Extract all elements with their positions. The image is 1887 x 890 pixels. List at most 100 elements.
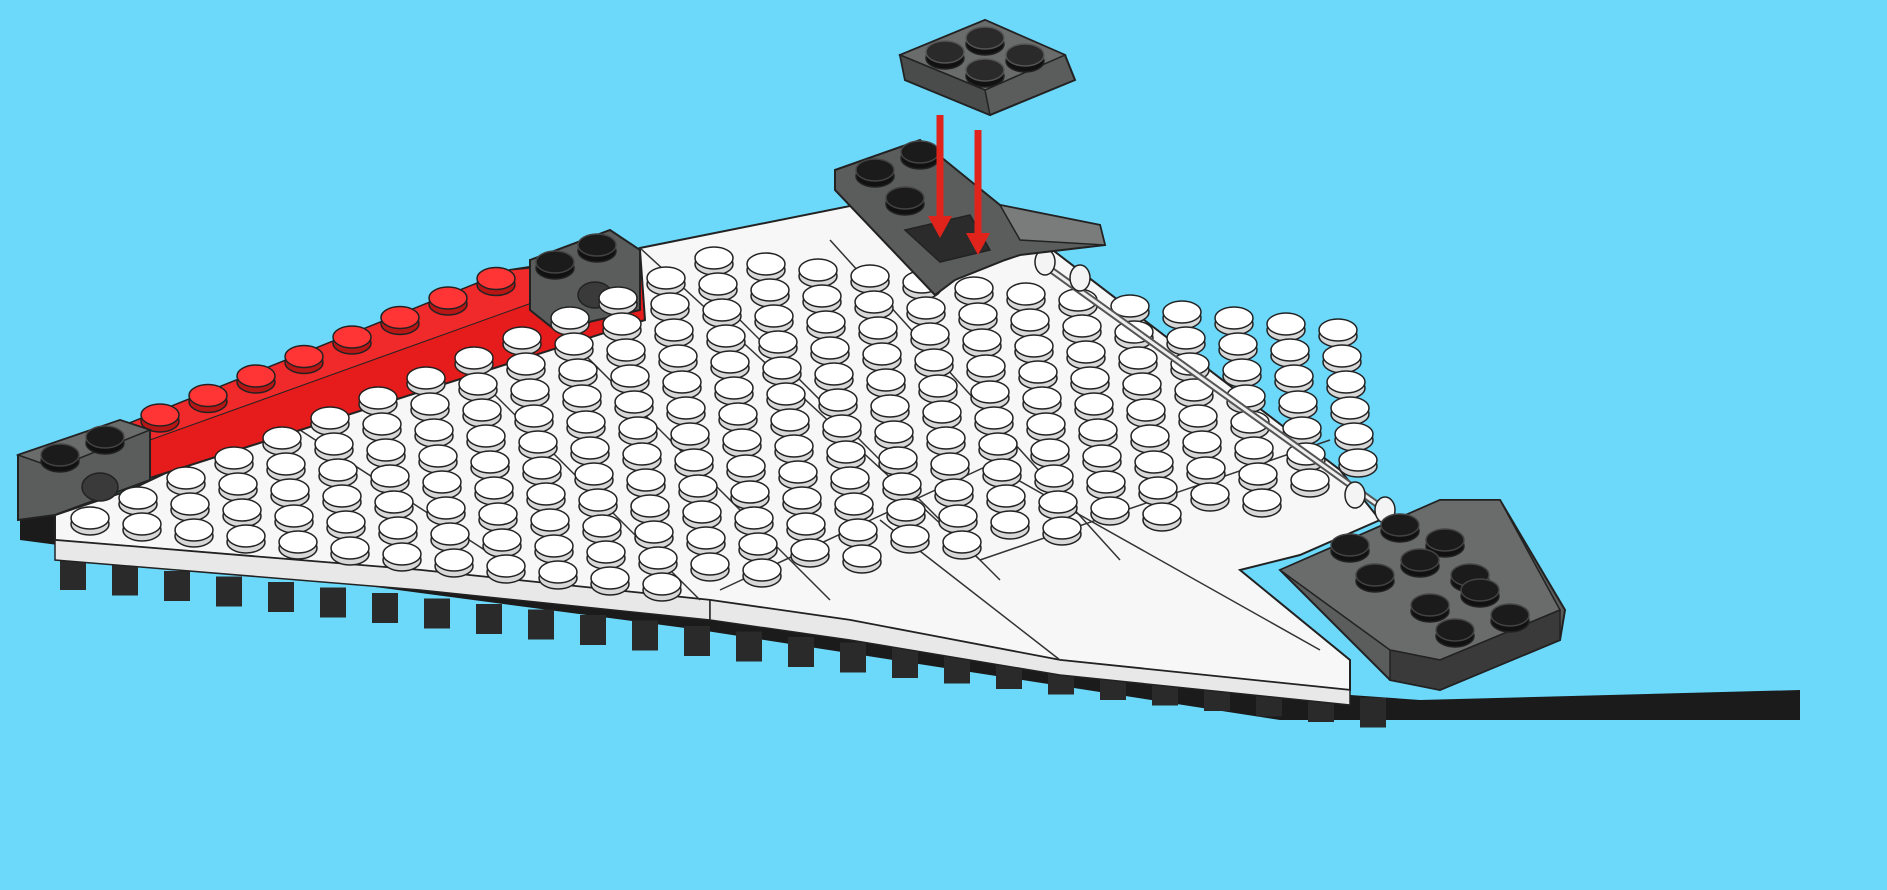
white-stud	[591, 567, 629, 589]
white-stud	[719, 403, 757, 425]
white-stud	[623, 443, 661, 465]
white-stud	[1327, 371, 1365, 393]
white-stud	[383, 543, 421, 565]
technic-hole	[82, 473, 118, 501]
black-stud	[1356, 564, 1394, 586]
white-stud	[1019, 361, 1057, 383]
white-stud	[739, 533, 777, 555]
red-stud	[429, 287, 467, 309]
white-stud	[887, 499, 925, 521]
white-stud	[263, 427, 301, 449]
white-stud	[559, 359, 597, 381]
white-stud	[1183, 431, 1221, 453]
white-stud	[515, 405, 553, 427]
underside-tooth	[1360, 698, 1386, 728]
white-stud	[991, 511, 1029, 533]
white-stud	[539, 561, 577, 583]
white-stud	[1135, 451, 1173, 473]
red-stud	[333, 326, 371, 348]
white-stud	[587, 541, 625, 563]
black-stud	[1426, 529, 1464, 551]
underside-tooth	[216, 577, 242, 607]
white-stud	[703, 299, 741, 321]
white-stud	[975, 407, 1013, 429]
underside-tooth	[840, 643, 866, 673]
white-stud	[431, 523, 469, 545]
white-stud	[611, 365, 649, 387]
white-stud	[743, 559, 781, 581]
white-stud	[219, 473, 257, 495]
white-stud	[315, 433, 353, 455]
white-stud	[487, 555, 525, 577]
white-stud	[659, 345, 697, 367]
white-stud	[423, 471, 461, 493]
white-stud	[707, 325, 745, 347]
white-stud	[779, 461, 817, 483]
white-stud	[687, 527, 725, 549]
white-stud	[791, 539, 829, 561]
white-stud	[915, 349, 953, 371]
white-stud	[655, 319, 693, 341]
red-stud	[189, 385, 227, 407]
white-stud	[767, 383, 805, 405]
white-stud	[927, 427, 965, 449]
white-stud	[455, 347, 493, 369]
white-stud	[747, 253, 785, 275]
white-stud	[275, 505, 313, 527]
white-stud	[1139, 477, 1177, 499]
white-stud	[1215, 307, 1253, 329]
white-stud	[1091, 497, 1129, 519]
white-stud	[367, 439, 405, 461]
white-stud	[1271, 339, 1309, 361]
white-stud	[1119, 347, 1157, 369]
white-stud	[619, 417, 657, 439]
underside-tooth	[164, 571, 190, 601]
red-stud	[477, 268, 515, 290]
red-stud	[381, 307, 419, 329]
white-stud	[427, 497, 465, 519]
white-stud	[535, 535, 573, 557]
white-stud	[943, 531, 981, 553]
white-stud	[223, 499, 261, 521]
black-stud	[41, 444, 79, 466]
white-stud	[551, 307, 589, 329]
white-stud	[419, 445, 457, 467]
white-stud	[1015, 335, 1053, 357]
white-stud	[755, 305, 793, 327]
white-stud	[1087, 471, 1125, 493]
white-stud	[1011, 309, 1049, 331]
white-stud	[1035, 465, 1073, 487]
white-stud	[735, 507, 773, 529]
red-stud	[141, 404, 179, 426]
white-stud	[227, 525, 265, 547]
white-stud	[1031, 439, 1069, 461]
white-stud	[1291, 469, 1329, 491]
white-stud	[327, 511, 365, 533]
white-stud	[523, 457, 561, 479]
white-stud	[867, 369, 905, 391]
white-stud	[1323, 345, 1361, 367]
white-stud	[503, 327, 541, 349]
white-stud	[627, 469, 665, 491]
white-stud	[711, 351, 749, 373]
white-stud	[371, 465, 409, 487]
white-stud	[835, 493, 873, 515]
black-stud	[1411, 594, 1449, 616]
white-stud	[635, 521, 673, 543]
white-stud	[819, 389, 857, 411]
black-stud	[86, 426, 124, 448]
black-stud	[901, 141, 939, 163]
red-stud	[285, 346, 323, 368]
white-stud	[727, 455, 765, 477]
white-stud	[375, 491, 413, 513]
white-stud	[639, 547, 677, 569]
white-stud	[931, 453, 969, 475]
white-stud	[699, 273, 737, 295]
white-stud	[475, 477, 513, 499]
white-stud	[1335, 423, 1373, 445]
white-stud	[787, 513, 825, 535]
white-stud	[807, 311, 845, 333]
white-stud	[811, 337, 849, 359]
white-stud	[583, 515, 621, 537]
underside-tooth	[736, 632, 762, 662]
